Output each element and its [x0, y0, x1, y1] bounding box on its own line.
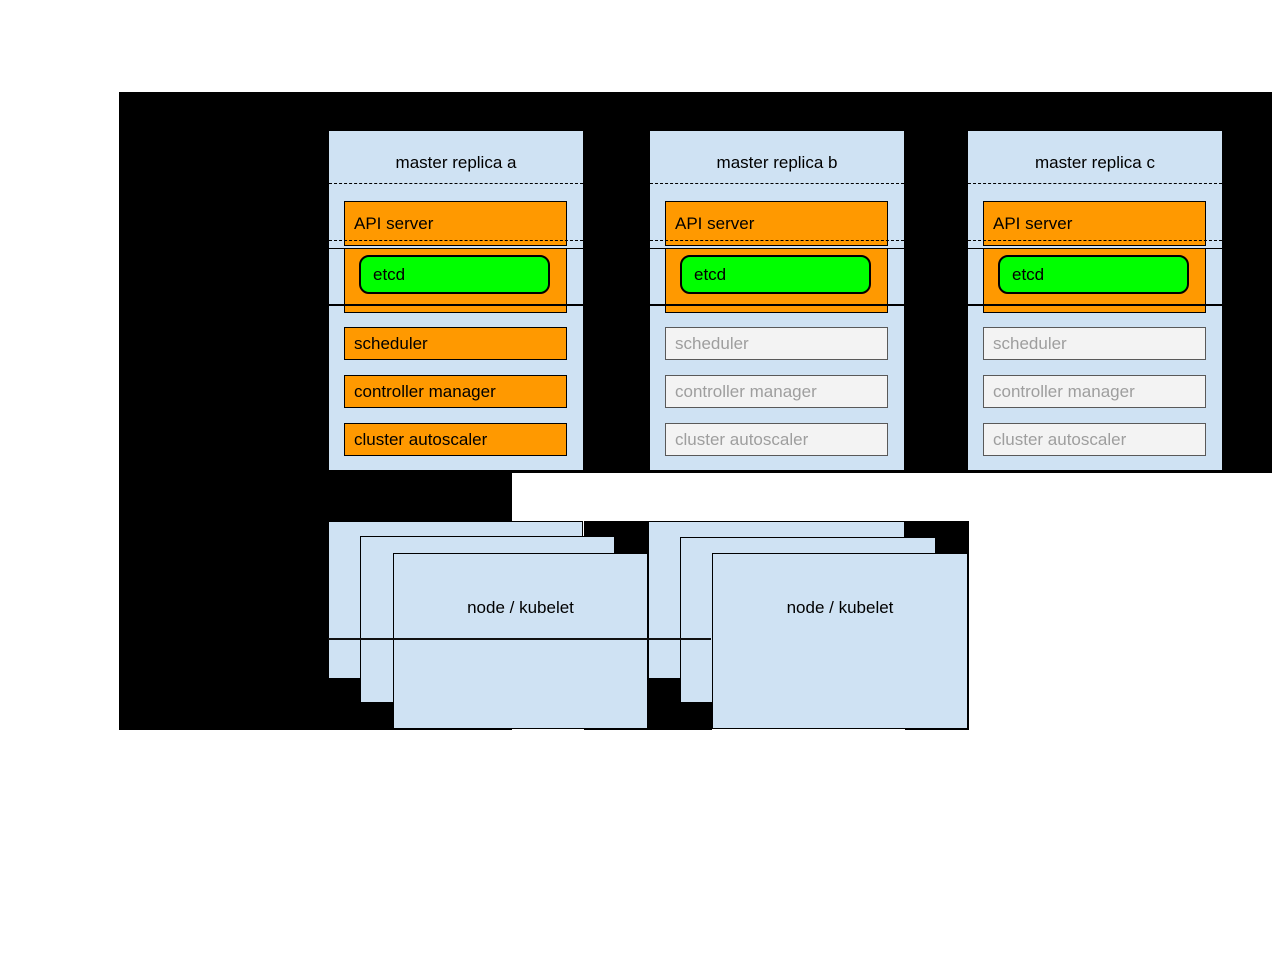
etcd-container-box: etcd [983, 248, 1206, 313]
separator-solid-line [968, 304, 1222, 306]
node-kubelet-box: node / kubelet [393, 553, 648, 729]
controller-manager-box: controller manager [344, 375, 567, 408]
scheduler-box: scheduler [983, 327, 1206, 360]
node-label: node / kubelet [467, 598, 574, 617]
node-kubelet-box: node / kubelet [712, 553, 968, 729]
separator-dashed-line [650, 183, 904, 184]
master-replica-b-box: master replica b API server etcd schedul… [649, 130, 905, 471]
master-title: master replica b [716, 153, 838, 172]
separator-solid-line [650, 248, 904, 249]
etcd-container-box: etcd [665, 248, 888, 313]
cluster-autoscaler-box: cluster autoscaler [665, 423, 888, 456]
separator-dashed-line [329, 183, 583, 184]
etcd-box: etcd [359, 255, 550, 294]
separator-solid-line [329, 304, 583, 306]
master-title: master replica c [1035, 153, 1155, 172]
master-replica-c-box: master replica c API server etcd schedul… [967, 130, 1223, 471]
separator-solid-line [650, 304, 904, 306]
controller-manager-box: controller manager [665, 375, 888, 408]
master-title: master replica a [395, 153, 517, 172]
separator-dashed-line [329, 240, 583, 241]
scheduler-box: scheduler [665, 327, 888, 360]
separator-solid-line [329, 248, 583, 249]
connector-line [328, 638, 711, 640]
scheduler-box: scheduler [344, 327, 567, 360]
etcd-box: etcd [998, 255, 1189, 294]
separator-dashed-line [650, 240, 904, 241]
master-replica-a-box: master replica a API server etcd schedul… [328, 130, 584, 471]
controller-manager-box: controller manager [983, 375, 1206, 408]
api-server-box: API server [665, 201, 888, 246]
cluster-autoscaler-box: cluster autoscaler [344, 423, 567, 456]
separator-dashed-line [968, 183, 1222, 184]
cluster-autoscaler-box: cluster autoscaler [983, 423, 1206, 456]
etcd-box: etcd [680, 255, 871, 294]
separator-dashed-line [968, 240, 1222, 241]
api-server-box: API server [983, 201, 1206, 246]
api-server-box: API server [344, 201, 567, 246]
node-label: node / kubelet [786, 598, 894, 617]
separator-solid-line [968, 248, 1222, 249]
etcd-container-box: etcd [344, 248, 567, 313]
